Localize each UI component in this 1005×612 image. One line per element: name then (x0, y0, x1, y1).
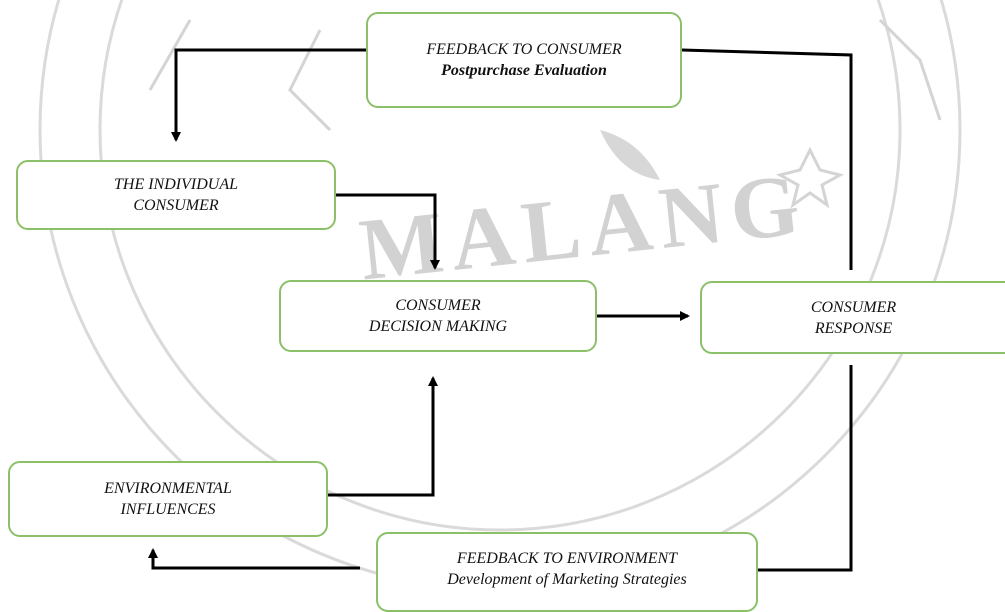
arrow-feedback-to-individual (171, 48, 366, 142)
node-consumer-decision-making: CONSUMER DECISION MAKING (279, 280, 597, 352)
node-environmental-line2: INFLUENCES (120, 501, 216, 518)
connector-layer (148, 48, 853, 572)
node-decision-line2: DECISION MAKING (368, 318, 508, 335)
node-environmental-line1: ENVIRONMENTAL (104, 480, 232, 497)
node-feedback-environment-title: FEEDBACK TO ENVIRONMENT (456, 550, 678, 567)
node-individual-line1: THE INDIVIDUAL (114, 176, 238, 193)
arrow-environmental-to-decision (328, 376, 438, 497)
node-individual-line2: CONSUMER (133, 197, 219, 214)
node-decision-line1: CONSUMER (395, 297, 481, 314)
node-response-line1: CONSUMER (810, 298, 897, 316)
node-response-line2: RESPONSE (814, 319, 893, 337)
node-environmental-influences: ENVIRONMENTAL INFLUENCES (8, 461, 328, 537)
arrow-feedback-env-to-environmental (148, 548, 360, 570)
node-feedback-to-consumer-subtitle: Postpurchase Evaluation (441, 62, 607, 79)
node-feedback-to-consumer-title: FEEDBACK TO CONSUMER (426, 41, 622, 58)
node-feedback-environment-subtitle: Development of Marketing Strategies (447, 571, 687, 588)
line-response-to-feedback-consumer (681, 48, 853, 270)
node-individual-consumer: THE INDIVIDUAL CONSUMER (16, 160, 336, 230)
node-consumer-response: CONSUMER RESPONSE (700, 281, 1005, 354)
line-response-to-feedback-environment (758, 365, 853, 572)
arrow-individual-to-decision (336, 193, 440, 270)
node-feedback-to-consumer: FEEDBACK TO CONSUMER Postpurchase Evalua… (366, 12, 682, 108)
node-feedback-to-environment: FEEDBACK TO ENVIRONMENT Development of M… (376, 532, 758, 612)
